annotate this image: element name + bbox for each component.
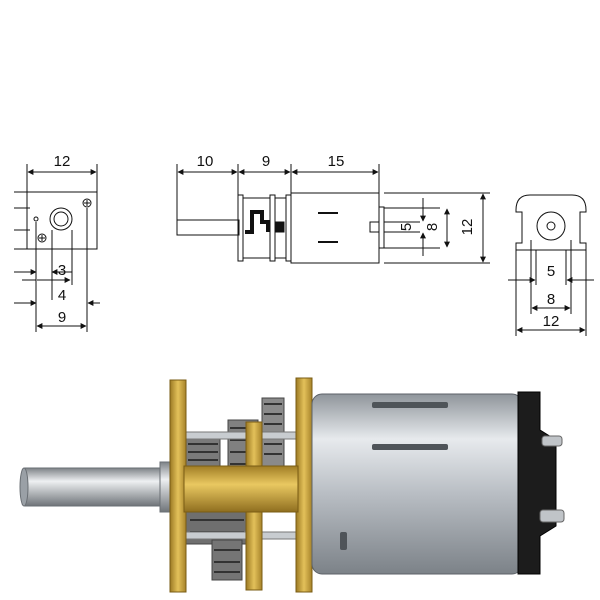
- front-dim-c-label: 9: [58, 309, 66, 326]
- front-dim-b-label: 4: [58, 287, 66, 304]
- gear-motor-photo: [19, 377, 565, 593]
- side-view-drawing: [176, 164, 490, 264]
- gearbox-bearing-block: [183, 465, 299, 513]
- front-view-screw-hole-top: [82, 198, 92, 208]
- motor-can-slot-mid: [372, 444, 448, 450]
- side-view-end-bushing: [369, 221, 380, 233]
- side-gearbox-length-label: 9: [262, 153, 270, 170]
- side-dim-outer-label: 12: [459, 219, 476, 236]
- side-dim-inner-label: 5: [398, 223, 415, 231]
- side-view-plate-front: [237, 194, 244, 262]
- side-view-end-cap: [378, 206, 385, 249]
- side-view-plate-mid: [269, 194, 276, 262]
- front-width-label: 12: [54, 153, 71, 170]
- back-dim-outer-label: 12: [543, 313, 560, 330]
- motor-end-cap: [517, 391, 557, 575]
- side-dim-mid-label: 8: [424, 223, 441, 231]
- front-view-drawing: [14, 164, 100, 332]
- back-view-bearing: [536, 211, 566, 241]
- side-shaft-length-label: 10: [197, 153, 214, 170]
- back-view-outline: [515, 194, 587, 251]
- front-view-screw-hole-bottom: [37, 233, 47, 243]
- terminal-top: [541, 435, 563, 447]
- back-dim-mid-label: 8: [547, 291, 555, 308]
- back-view-bearing-center: [546, 221, 556, 231]
- side-view-motor-can: [290, 192, 380, 264]
- motor-can-slot-top: [372, 402, 448, 408]
- front-view-output-hole: [49, 207, 73, 231]
- side-view-shaft: [176, 219, 240, 236]
- side-view-plate-rear: [285, 194, 292, 262]
- side-motor-length-label: 15: [328, 153, 345, 170]
- output-shaft: [21, 467, 171, 507]
- back-dim-inner-label: 5: [547, 263, 555, 280]
- front-view-output-hole-inner: [53, 211, 69, 227]
- terminal-bottom: [539, 509, 565, 523]
- front-view-outline: [26, 191, 98, 250]
- back-view-drawing: [508, 194, 594, 336]
- front-dim-a-label: 3: [58, 262, 66, 279]
- front-view-small-hole: [33, 216, 39, 222]
